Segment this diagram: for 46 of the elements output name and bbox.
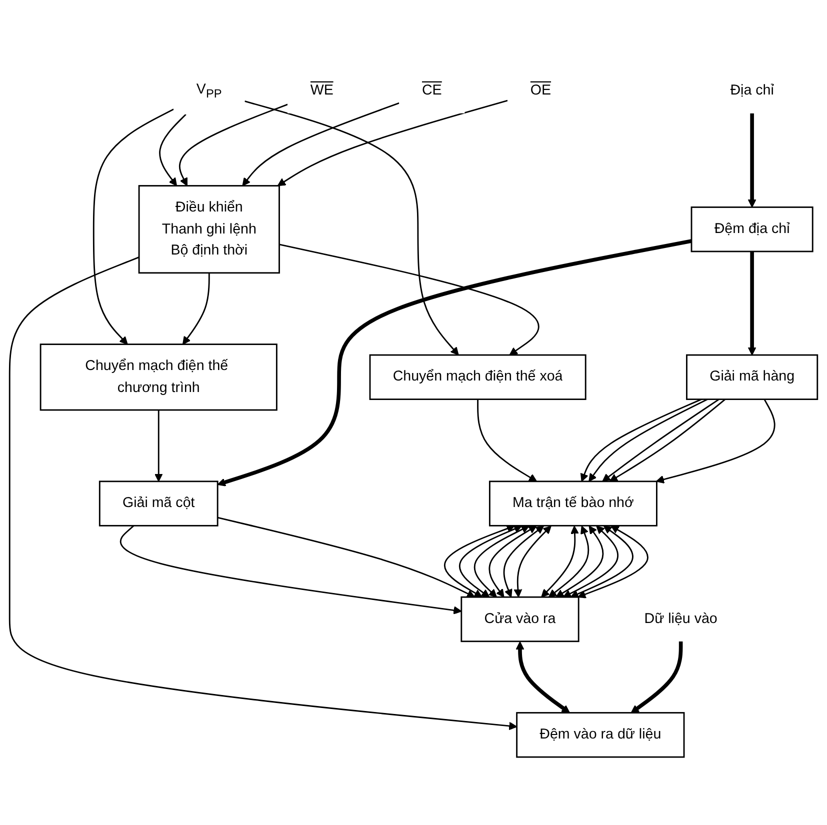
- arrow: [217, 239, 692, 486]
- node-box: Giải mã hàng: [686, 354, 818, 400]
- arrow: [8, 256, 518, 730]
- arrow: [120, 525, 462, 614]
- node-box: Chuyển mạch điện thế xoá: [369, 354, 586, 400]
- node-box: Đệm địa chỉ: [690, 206, 814, 252]
- arrow: [562, 526, 618, 598]
- arrow: [92, 108, 174, 345]
- arrow: [570, 526, 634, 598]
- arrow: [279, 244, 540, 356]
- arrow: [556, 526, 604, 598]
- node-text: CE: [422, 82, 442, 99]
- arrow: [458, 525, 522, 598]
- arrow: [154, 410, 163, 482]
- arrow: [159, 114, 186, 186]
- arrow: [514, 526, 552, 598]
- node-text: WE: [310, 82, 334, 99]
- node-text: V$_{PP}$: [196, 81, 222, 100]
- arrow: [630, 641, 683, 714]
- node-text: OE: [530, 82, 552, 99]
- arrow: [178, 104, 288, 186]
- arrow: [242, 102, 400, 186]
- arrow: [477, 399, 538, 482]
- node-box: Chuyển mạch điện thế chương trình: [40, 344, 278, 411]
- arrow: [244, 100, 459, 356]
- arrow: [182, 272, 210, 345]
- arrow: [578, 526, 648, 598]
- node-text: Dữ liệu vào: [644, 610, 718, 627]
- node-box: Giải mã cột: [98, 480, 218, 526]
- arrow: [656, 398, 776, 484]
- arrow: [488, 526, 537, 598]
- arrow: [748, 113, 756, 208]
- arrow: [217, 516, 476, 598]
- node-box: Đệm vào ra dữ liệu: [516, 712, 685, 758]
- arrow: [474, 525, 530, 598]
- arrow: [503, 526, 544, 598]
- arrow: [541, 526, 579, 598]
- node-box: Cửa vào ra: [460, 596, 580, 642]
- arrow: [748, 251, 756, 356]
- arrow: [548, 526, 590, 598]
- node-box: Ma trận tế bào nhớ: [488, 480, 658, 526]
- arrow: [277, 100, 508, 186]
- arrow: [444, 524, 515, 598]
- node-text: Địa chỉ: [730, 82, 774, 99]
- arrow: [516, 641, 570, 714]
- node-box: Điều khiển Thanh ghi lệnh Bộ định thời: [138, 185, 280, 274]
